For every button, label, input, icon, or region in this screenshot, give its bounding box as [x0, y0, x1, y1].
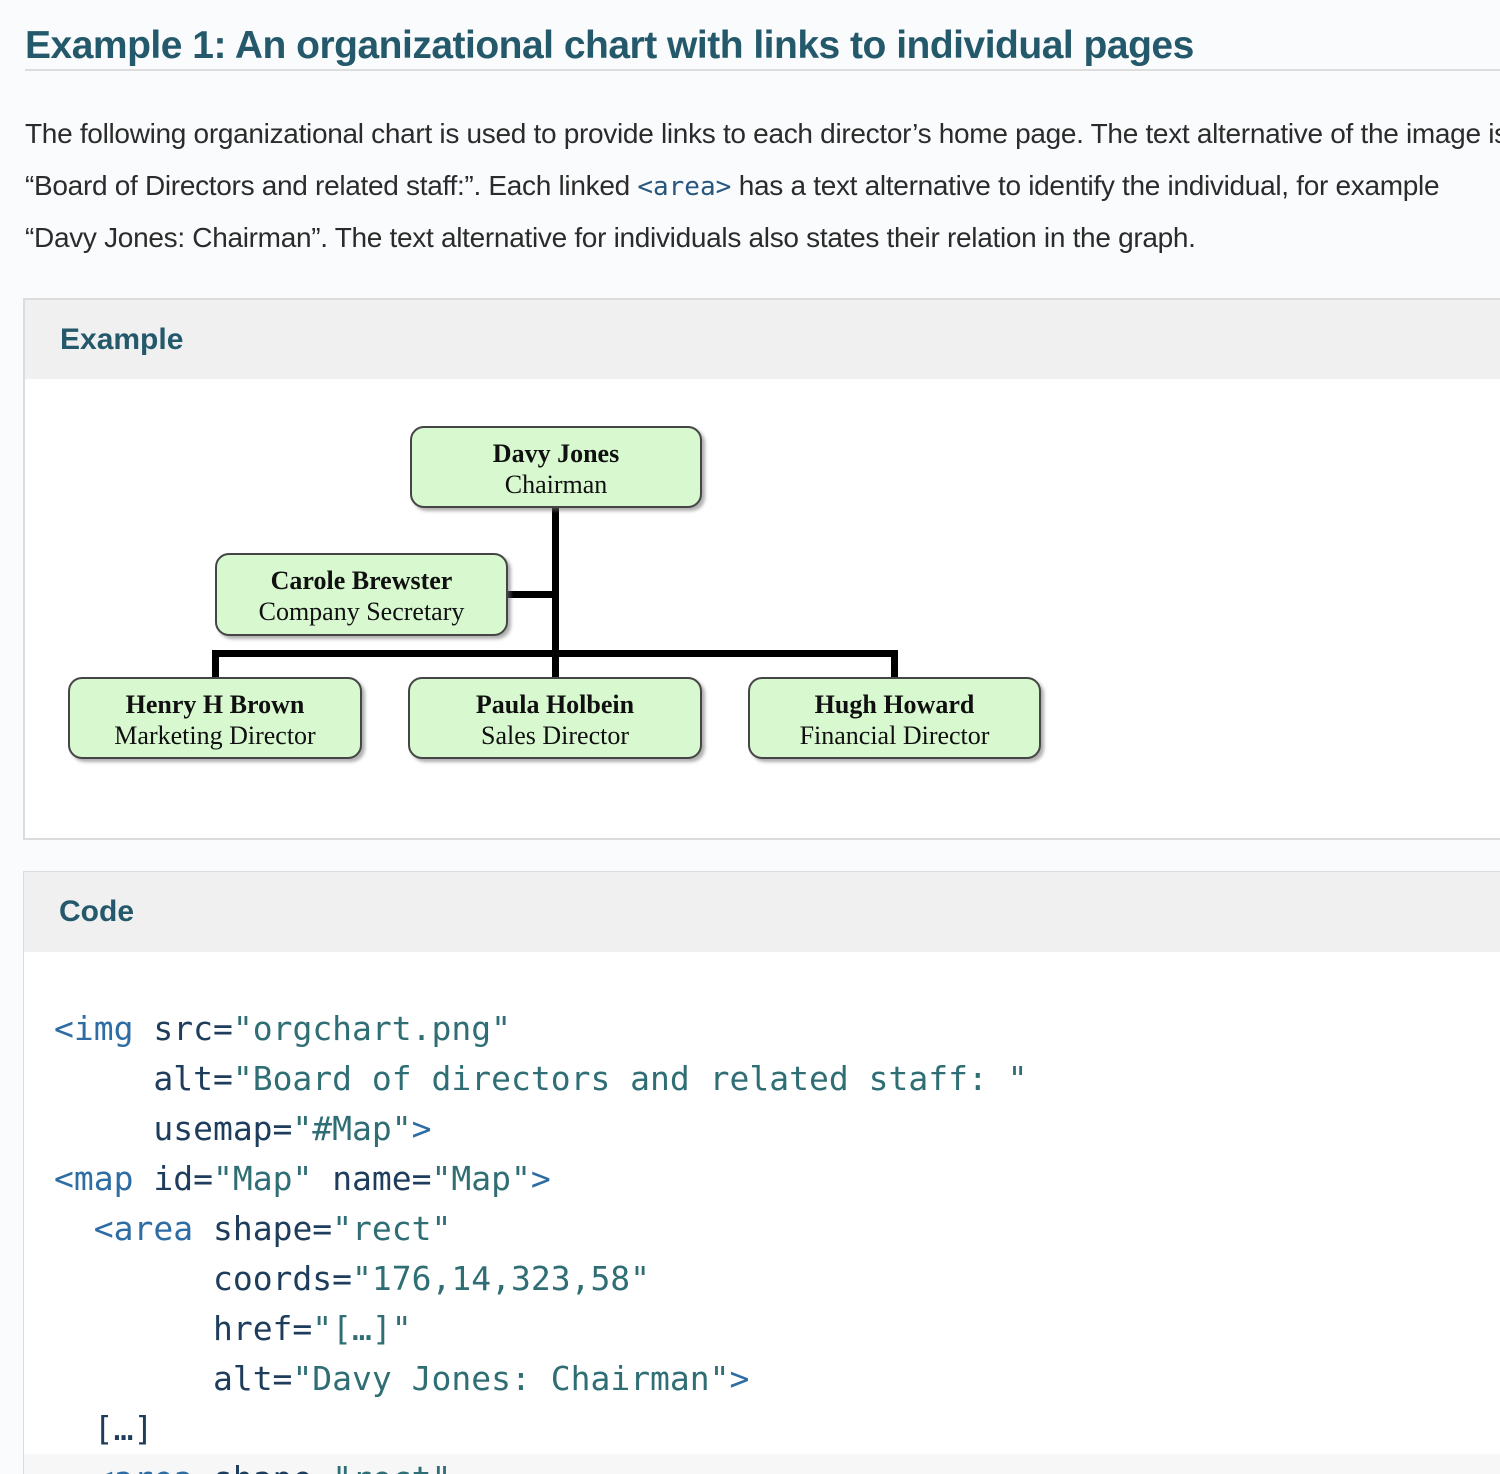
code-segment-value: "Map": [431, 1159, 531, 1198]
code-segment-value: "rect": [332, 1459, 451, 1474]
code-line: coords="176,14,323,58": [24, 1254, 1500, 1304]
code-panel-header-label: Code: [59, 895, 134, 928]
code-line: alt="Davy Jones: Chairman">: [24, 1354, 1500, 1404]
code-line: <img src="orgchart.png": [24, 1004, 1500, 1054]
intro-line-3: “Davy Jones: Chairman”. The text alterna…: [25, 212, 1500, 264]
code-line: […]: [24, 1404, 1500, 1454]
code-segment-attr: coords=: [212, 1259, 353, 1298]
intro-line-2-pre: “Board of Directors and related staff:”.…: [25, 170, 638, 201]
code-segment-value: "Map": [212, 1159, 313, 1198]
code-segment-value: "176,14,323,58": [352, 1259, 651, 1298]
intro-line-1-text: The following organizational chart is us…: [25, 118, 1500, 149]
code-segment-value: "Board of directors and related staff: ": [232, 1059, 1028, 1098]
code-segment-plain: [133, 1159, 153, 1198]
code-segment-tag: <area: [94, 1459, 193, 1474]
org-node-name: Paula Holbein: [475, 690, 635, 719]
intro-line-3-text: “Davy Jones: Chairman”. The text alterna…: [25, 222, 1196, 253]
code-segment-attr: href=: [212, 1309, 313, 1348]
code-line: href="[…]": [24, 1304, 1500, 1354]
org-node-role: Sales Director: [480, 721, 629, 750]
org-node-role: Company Secretary: [258, 597, 465, 626]
code-segment-plain: [54, 1259, 213, 1298]
example-panel-header-label: Example: [60, 323, 184, 356]
code-line: alt="Board of directors and related staf…: [24, 1054, 1500, 1104]
code-segment-plain: [312, 1159, 332, 1198]
example-panel-header: Example: [25, 300, 1500, 379]
code-segment-attr: alt=: [212, 1359, 293, 1398]
intro-line-1: The following organizational chart is us…: [25, 108, 1500, 160]
intro-paragraph: The following organizational chart is us…: [25, 108, 1500, 264]
code-segment-attr: src=: [153, 1009, 233, 1048]
code-segment-plain: [193, 1459, 213, 1474]
intro-line-2-post: has a text alternative to identify the i…: [731, 170, 1440, 201]
intro-line-2: “Board of Directors and related staff:”.…: [25, 160, 1500, 212]
code-segment-value: "orgchart.png": [232, 1009, 511, 1048]
code-segment-plain: [54, 1059, 153, 1098]
code-segment-attr: id=: [153, 1159, 213, 1198]
code-segment-tag: >: [530, 1159, 551, 1198]
code-segment-plain: [133, 1009, 153, 1048]
connector-stub-financial: [891, 650, 898, 677]
code-segment-tag: >: [411, 1109, 432, 1148]
code-segment-attr: shape=: [212, 1209, 333, 1248]
code-panel-header: Code: [24, 872, 1500, 952]
code-segment-value: "#Map": [292, 1109, 412, 1148]
code-segment-tag: >: [729, 1359, 750, 1398]
org-node-name: Carole Brewster: [270, 566, 453, 595]
org-node-name: Henry H Brown: [125, 690, 305, 719]
code-segment-tag: <area: [93, 1209, 194, 1248]
code-block: <img src="orgchart.png" alt="Board of di…: [24, 952, 1500, 1474]
code-line: <map id="Map" name="Map">: [24, 1154, 1500, 1204]
org-node-role: Chairman: [504, 470, 608, 499]
code-line: <area shape="rect": [24, 1454, 1500, 1474]
code-panel: Code <img src="orgchart.png" alt="Board …: [23, 871, 1500, 1474]
code-segment-plain: […]: [54, 1409, 154, 1448]
inline-code-area-element: <area>: [637, 172, 732, 202]
code-segment-attr: usemap=: [153, 1109, 293, 1148]
code-segment-value: "[…]": [312, 1309, 412, 1348]
org-node-role: Financial Director: [799, 721, 990, 750]
code-segment-value: "Davy Jones: Chairman": [292, 1359, 730, 1398]
code-segment-attr: name=: [332, 1159, 432, 1198]
code-segment-tag: <img: [54, 1009, 134, 1048]
code-segment-plain: [54, 1109, 153, 1148]
code-segment-value: "rect": [332, 1209, 452, 1248]
code-segment-attr: alt=: [153, 1059, 233, 1098]
connector-stub-secretary: [508, 591, 556, 598]
org-node-name: Davy Jones: [492, 439, 620, 468]
connector-stub-marketing: [212, 650, 219, 677]
page-title: Example 1: An organizational chart with …: [25, 22, 1500, 71]
code-segment-plain: [193, 1209, 213, 1248]
code-segment-tag: <map: [54, 1159, 134, 1198]
code-segment-plain: [54, 1359, 213, 1398]
code-line: <area shape="rect": [24, 1204, 1500, 1254]
code-segment-plain: [54, 1459, 94, 1474]
code-line: usemap="#Map">: [24, 1104, 1500, 1154]
org-node-name: Hugh Howard: [814, 690, 975, 719]
code-segment-plain: [54, 1309, 213, 1348]
org-node-role: Marketing Director: [114, 721, 316, 750]
code-segment-plain: [54, 1209, 94, 1248]
connector-horizontal-bus: [212, 650, 898, 657]
code-segment-attr: shape=: [213, 1459, 332, 1474]
